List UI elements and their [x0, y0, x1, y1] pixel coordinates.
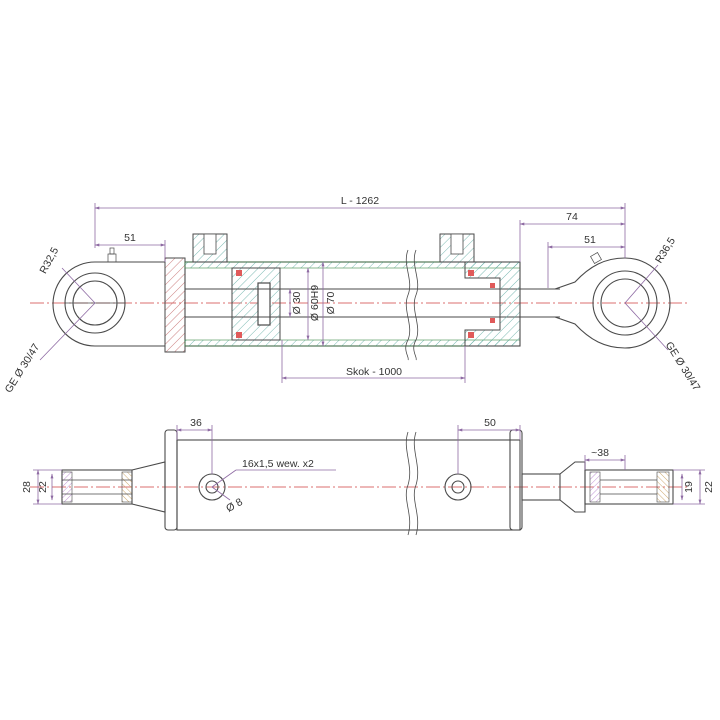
piston [231, 267, 281, 341]
dim-left-eye-offset: 51 [94, 232, 166, 262]
left-bearing-label: GE Ø 30/47 [3, 342, 43, 396]
break-line-top-2 [413, 249, 419, 361]
port-left-top [192, 233, 228, 263]
dim-right-eye-offset: 51 [547, 234, 626, 288]
front-gland [464, 261, 521, 347]
right-eye-total-label: 74 [566, 211, 578, 223]
dim-port-left: 36 [176, 417, 213, 474]
piston-rod [185, 288, 560, 318]
dim-left-eye-widths: 28 22 [21, 469, 62, 505]
overall-length-label: L - 1262 [341, 195, 379, 207]
dim-right-eye-length: ~38 [584, 447, 626, 470]
dim-stroke: Skok - 1000 [281, 340, 466, 383]
port-offset-left-label: 36 [190, 417, 202, 429]
dim-right-eye-total: 74 [519, 211, 626, 262]
dim-diameters: Ø 30 Ø 60H9 Ø 70 [288, 261, 337, 347]
stroke-label: Skok - 1000 [346, 366, 402, 378]
dim-right-radius: R36,5 [624, 235, 678, 304]
left-rear-eye [52, 247, 165, 347]
dim-port-thread: 16x1,5 wew. x2 [211, 458, 336, 488]
bore-diameter-label: Ø 60H9 [309, 285, 321, 321]
dim-right-bearing: GE Ø 30/47 [624, 302, 703, 394]
right-eye-offset-label: 51 [584, 234, 596, 246]
dim-left-bearing: GE Ø 30/47 [3, 302, 96, 396]
left-eye-outer-label: 28 [21, 481, 33, 493]
left-eye-offset-label: 51 [124, 232, 136, 244]
right-eye-length-label: ~38 [591, 447, 609, 459]
tube-diameter-label: Ø 70 [325, 291, 337, 314]
rear-end-cap [164, 257, 186, 353]
right-eye-outer-label: 22 [703, 481, 715, 493]
bottom-view: 36 50 16x1,5 wew. x2 Ø 8 ~38 28 [21, 417, 715, 536]
right-eye-side [521, 461, 674, 513]
right-bearing-label: GE Ø 30/47 [663, 340, 703, 394]
port-right-top [439, 233, 475, 263]
left-radius-label: R32,5 [37, 245, 61, 276]
break-line-bottom [405, 431, 411, 536]
left-eye-inner-label: 22 [37, 481, 49, 493]
right-eye-inner-label: 19 [683, 481, 695, 493]
port-offset-right-label: 50 [484, 417, 496, 429]
dim-port-right: 50 [457, 417, 521, 474]
dim-overall-length: L - 1262 [94, 195, 626, 258]
break-line-bottom-2 [413, 431, 419, 536]
rod-diameter-label: Ø 30 [291, 291, 303, 314]
port-thread-label: 16x1,5 wew. x2 [242, 458, 314, 470]
break-line-top [405, 249, 411, 361]
top-view: L - 1262 74 51 51 R32,5 R36,5 GE Ø 30/47 [3, 195, 703, 395]
right-rod-eye [554, 252, 671, 349]
dim-right-eye-widths: 19 22 [673, 469, 715, 505]
port-hole-label: Ø 8 [224, 496, 245, 515]
right-radius-label: R36,5 [653, 235, 678, 265]
